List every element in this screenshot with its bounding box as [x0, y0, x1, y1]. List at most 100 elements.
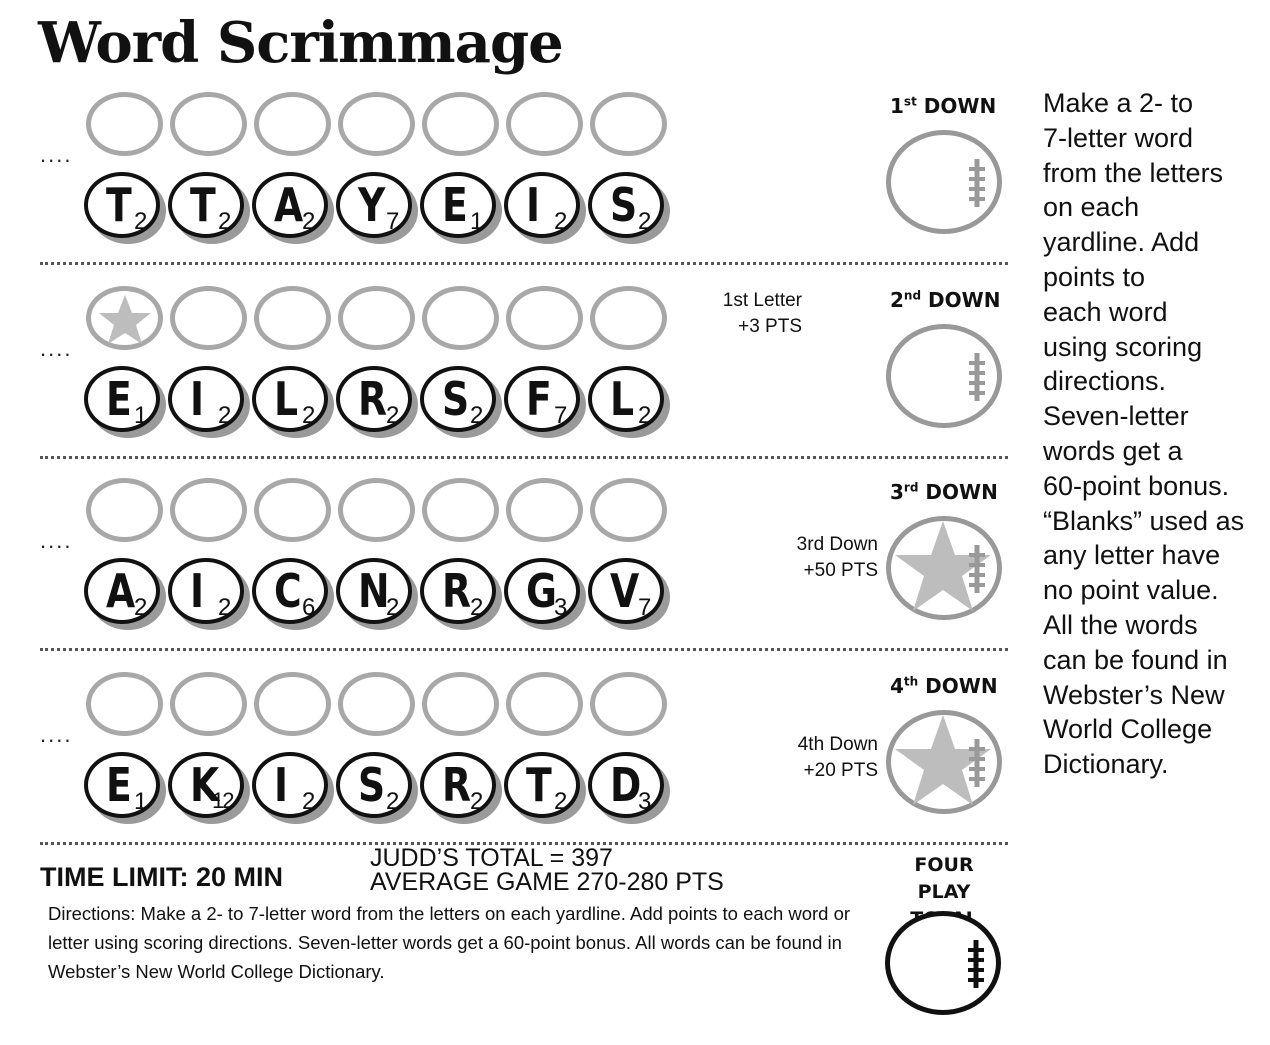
down-score-ball[interactable]: [886, 516, 1002, 620]
answer-slot[interactable]: [254, 92, 331, 156]
answer-slot[interactable]: [338, 672, 415, 736]
tile-points: 2: [638, 208, 652, 235]
tile-points: 1: [470, 208, 484, 235]
tile-points: 12: [212, 788, 235, 813]
tile-points: 2: [554, 208, 568, 235]
down-word: DOWN: [921, 288, 1001, 312]
answer-slot[interactable]: [170, 672, 247, 736]
answer-slot[interactable]: [86, 92, 163, 156]
answer-slot[interactable]: [506, 672, 583, 736]
tile-points: 2: [386, 788, 400, 815]
answer-slot[interactable]: [422, 478, 499, 542]
instruction-line: words get a: [1043, 435, 1183, 466]
judd-total: JUDD’S TOTAL = 397: [370, 844, 613, 872]
bonus-line2: +3 PTS: [738, 316, 802, 337]
instruction-line: 60-point bonus.: [1043, 470, 1230, 501]
answer-slot[interactable]: [590, 478, 667, 542]
down-score-ball[interactable]: [886, 130, 1002, 234]
down-ordinal: nd: [903, 288, 922, 303]
answer-slot[interactable]: [422, 672, 499, 736]
answer-slot[interactable]: [422, 92, 499, 156]
tile-points: 7: [554, 402, 568, 429]
four-play-total-ball[interactable]: [885, 911, 1001, 1015]
answer-slot[interactable]: [170, 478, 247, 542]
answer-slot[interactable]: [590, 286, 667, 350]
yardline-separator: [40, 456, 1008, 459]
down-score-ball[interactable]: [886, 324, 1002, 428]
answer-slot[interactable]: [338, 92, 415, 156]
answer-slot[interactable]: [86, 286, 163, 350]
down-ordinal: st: [903, 94, 917, 109]
answer-slot[interactable]: [254, 672, 331, 736]
answer-slot[interactable]: [86, 478, 163, 542]
instruction-line: Webster’s New: [1043, 679, 1225, 710]
tile-points: 1: [134, 788, 148, 815]
answer-slot[interactable]: [506, 92, 583, 156]
down-score-ball[interactable]: [886, 710, 1002, 814]
answer-slot[interactable]: [338, 478, 415, 542]
tile-letter: E: [106, 372, 132, 426]
tile-letter: L: [610, 372, 635, 426]
answer-slot[interactable]: [590, 672, 667, 736]
answer-slot[interactable]: [506, 478, 583, 542]
tile-letter: D: [610, 758, 642, 812]
answer-slot[interactable]: [422, 286, 499, 350]
football-laces-icon: [969, 353, 985, 401]
tile-points: 2: [470, 594, 484, 621]
row-leader-dots: ....: [40, 142, 73, 167]
answer-slot[interactable]: [506, 286, 583, 350]
tile-letter: I: [274, 758, 289, 812]
answer-slot[interactable]: [170, 92, 247, 156]
tile-points: 7: [386, 208, 400, 235]
answer-slot[interactable]: [170, 286, 247, 350]
bonus-note: 3rd Down+50 PTS: [760, 532, 878, 584]
answer-slot[interactable]: [254, 286, 331, 350]
tile-letter: I: [526, 178, 541, 232]
instruction-line: World College: [1043, 714, 1213, 745]
down-label: 2nd DOWN: [890, 288, 1000, 312]
answer-slot[interactable]: [338, 286, 415, 350]
down-word: DOWN: [918, 674, 998, 698]
answer-slot[interactable]: [590, 92, 667, 156]
answer-slot[interactable]: [254, 478, 331, 542]
answer-slot[interactable]: [86, 672, 163, 736]
